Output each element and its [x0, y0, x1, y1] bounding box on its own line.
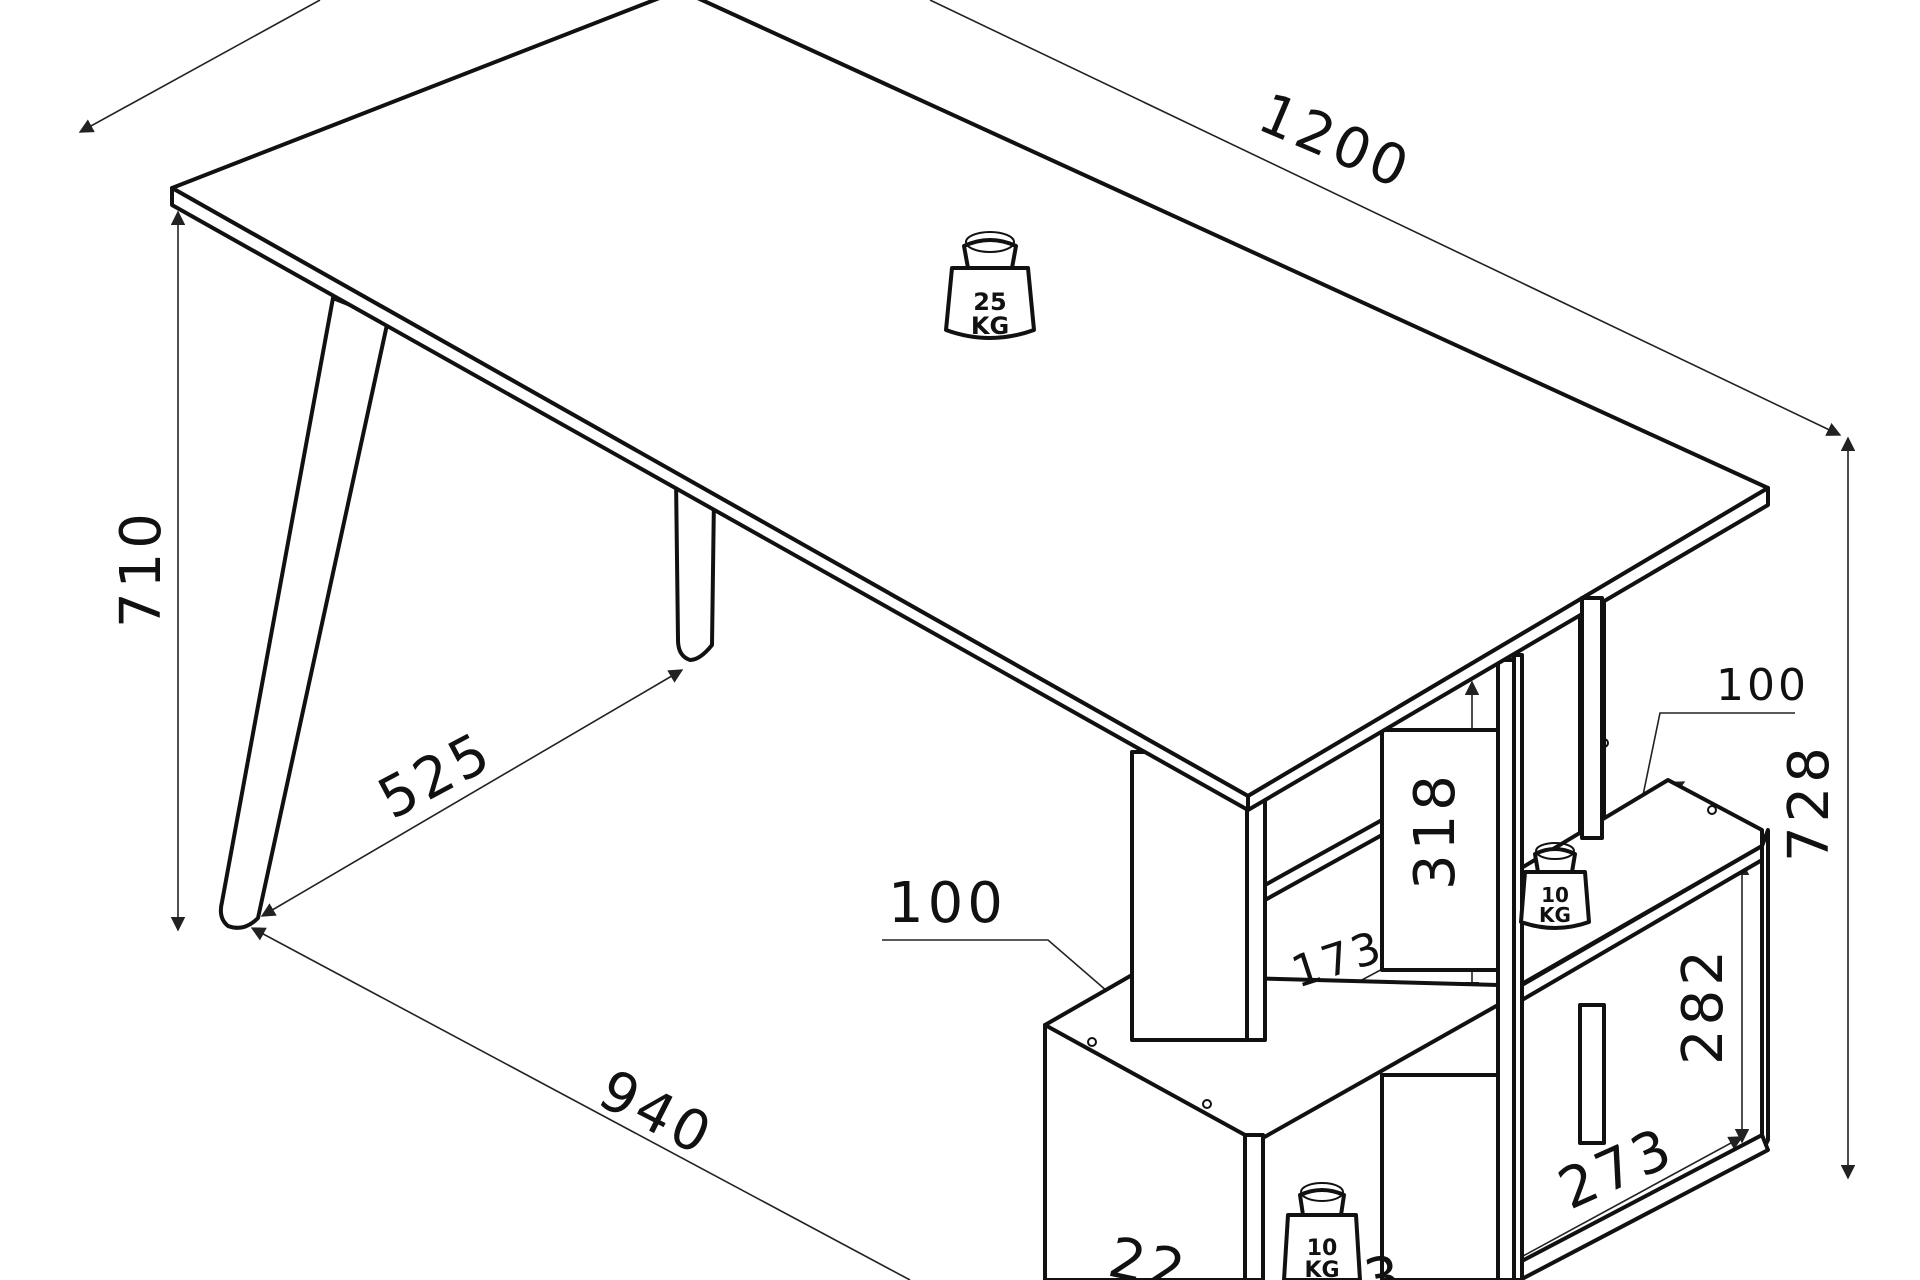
cabinet-vertical-divider	[1496, 658, 1516, 1280]
dim-line-depth	[260, 669, 684, 917]
upper-cube-right-side	[1760, 828, 1770, 1154]
upper-compartment-shelf	[1263, 818, 1384, 902]
rear-leg	[674, 476, 716, 662]
screw-hole	[1707, 805, 1717, 815]
lower-left-block-front	[1043, 1023, 1247, 1280]
weight-lower-knob-rim	[1300, 1182, 1344, 1202]
weight-upper-shelf: 10 KG	[1519, 842, 1591, 930]
label-total-height: 728	[1777, 743, 1842, 862]
weight-top-knob	[962, 238, 1018, 270]
dim-line-lower-shelf-depth	[1510, 1136, 1744, 1263]
front-left-leg	[218, 296, 390, 930]
upper-compartment-partition	[1380, 728, 1500, 972]
label-side-module: 100	[1716, 660, 1809, 711]
desk-top-right-support	[1580, 596, 1604, 840]
cabinet-vertical-divider-b	[1512, 653, 1524, 1280]
weight-top-unit: KG	[971, 312, 1009, 340]
weight-upper-value: 10	[1541, 883, 1569, 907]
label-lower-shelf-height: 282	[1671, 946, 1736, 1065]
weight-upper-knob-rim	[1535, 842, 1575, 860]
cabinet-middle-shelf	[1520, 844, 1764, 1002]
desk-legs	[218, 296, 716, 930]
desk-top-right-edge	[1246, 486, 1770, 812]
desk-top-surface	[170, 0, 1770, 798]
weight-upper-body	[1519, 870, 1591, 930]
weight-top: 25 KG	[944, 231, 1036, 340]
dim-leader-side-module	[1641, 712, 1795, 801]
dim-line-width	[929, 0, 1842, 436]
lower-inner-partition	[1380, 1073, 1500, 1280]
lower-left-block-side	[1243, 1133, 1265, 1280]
weight-upper-knob	[1533, 847, 1577, 874]
center-module-side	[1245, 794, 1267, 1042]
weight-top-value: 25	[973, 288, 1006, 316]
dim-line-top-left	[78, 0, 321, 133]
screw-hole	[1087, 1037, 1097, 1047]
cabinet-back-panel-lower	[1578, 1003, 1606, 1145]
weight-upper-unit: KG	[1539, 903, 1571, 927]
weight-lower-value: 10	[1307, 1236, 1338, 1261]
label-leg-span: 940	[589, 1058, 724, 1170]
label-depth: 525	[368, 719, 503, 832]
label-height: 710	[109, 509, 174, 628]
screw-hole	[1202, 1099, 1212, 1109]
label-upper-module: 100	[888, 871, 1007, 936]
label-shelf-height: 318	[1403, 771, 1468, 890]
weight-lower-knob	[1298, 1188, 1346, 1217]
dim-line-leg-span	[250, 927, 911, 1280]
weight-lower-unit: KG	[1304, 1258, 1339, 1280]
weight-top-body	[944, 266, 1036, 340]
weight-top-knob-rim	[965, 231, 1015, 253]
weight-lower-shelf: 10 KG	[1282, 1182, 1362, 1280]
desk-top	[170, 0, 1770, 840]
label-width: 1200	[1250, 81, 1421, 203]
